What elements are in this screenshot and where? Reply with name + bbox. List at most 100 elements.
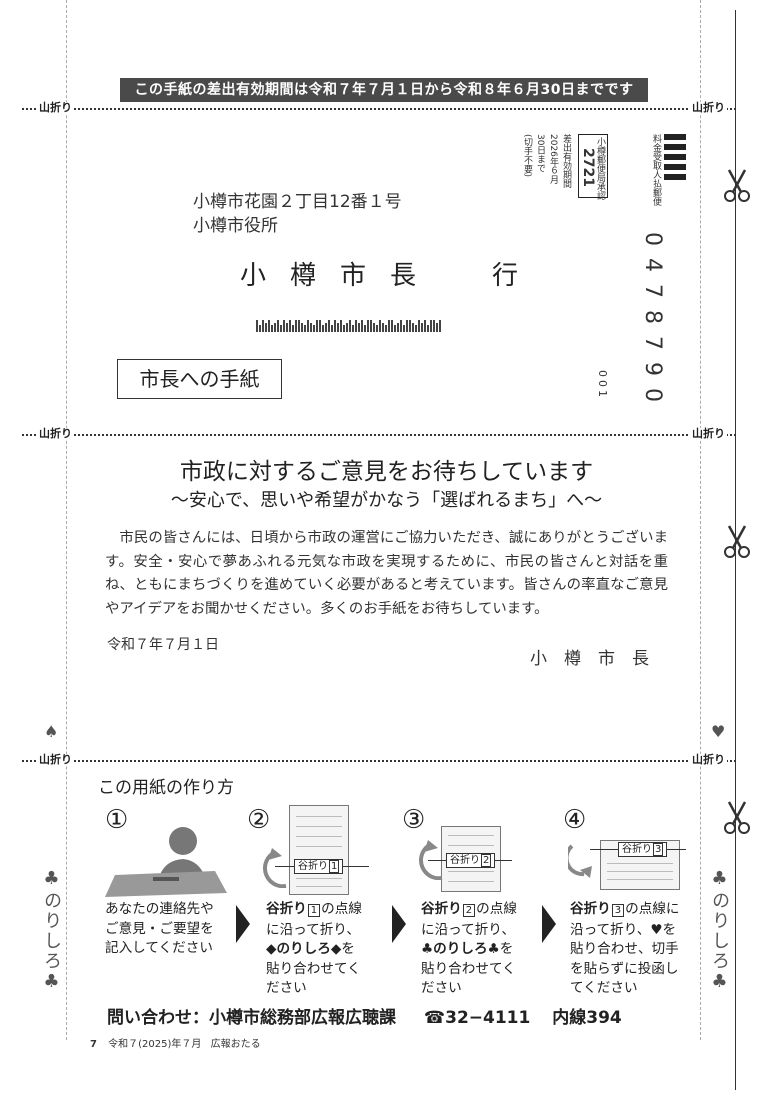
spade-icon: ♠ xyxy=(44,722,59,741)
letter-signature: 小樽市長 xyxy=(530,649,666,669)
validity-4: (切手不要) xyxy=(522,134,532,178)
step-line: 沿って折り、♥を xyxy=(570,921,677,938)
validity-banner: この手紙の差出有効期間は令和７年７月１日から令和８年６月30日までです xyxy=(120,78,648,102)
fold-line-1 xyxy=(22,108,736,110)
letter-body-text: 市民の皆さんには、日頃から市政の運営にご協力いただき、誠にありがとうございます。… xyxy=(105,530,668,617)
step-line: あなたの連絡先や xyxy=(105,901,214,917)
step-line: ださい xyxy=(266,980,307,996)
fold-tag-text: 谷折り xyxy=(450,855,480,866)
step-line: ださい xyxy=(421,980,462,996)
publication-name: 広報おたる xyxy=(210,1039,261,1050)
bold-text: 谷折り xyxy=(266,901,307,917)
step-line: 貼り合わせ、切手 xyxy=(570,941,679,957)
page-number: 7 xyxy=(90,1039,97,1050)
step-line: 記入してください xyxy=(105,940,213,956)
step-line: を貼らずに投函し xyxy=(570,960,679,977)
step-2-thumbnail xyxy=(289,805,349,895)
glue-margin-label: ♣のりしろ♣ xyxy=(709,868,730,994)
contact-info: 問い合わせ：小樽市総務部広報広聴課 ☎32−4111 内線394 xyxy=(107,1003,622,1028)
step-line: ◆のりしろ◆を xyxy=(266,940,362,960)
fold-arrow-icon xyxy=(412,840,446,881)
letter-subtitle: ～安心で、思いや希望がかなう「選ばれるまち」へ～ xyxy=(170,490,603,511)
recipient-suffix: 行 xyxy=(492,261,519,291)
heart-icon: ♥ xyxy=(711,722,726,741)
fold-line-2 xyxy=(22,434,736,436)
address-line-1: 小樽市花園２丁目12番１号 xyxy=(193,192,402,212)
triangle-arrow-icon xyxy=(542,905,556,943)
bold-text: ♣のりしろ♣ xyxy=(421,941,500,957)
recipient: 小樽市長 xyxy=(240,261,441,291)
step-line: 貼り合わせてく xyxy=(266,960,361,977)
step-1-number: ① xyxy=(105,805,129,835)
address-line-2: 小樽市役所 xyxy=(193,216,278,236)
stamp-box xyxy=(578,134,608,198)
postage-bars xyxy=(664,134,686,180)
letter-body: 市民の皆さんには、日頃から市政の運営にご協力いただき、誠にありがとうございます。… xyxy=(105,527,668,621)
postal-code: 0478790 xyxy=(640,232,665,414)
scissors-icon xyxy=(723,168,751,204)
contact-extension: 内線394 xyxy=(552,1008,622,1028)
howto-title: この用紙の作り方 xyxy=(98,778,234,798)
fold-label: 山折り xyxy=(690,101,727,114)
boxed-number: 2 xyxy=(462,904,476,917)
fold-tag-box: 1 xyxy=(329,860,340,873)
fold-tag-box: 3 xyxy=(653,843,664,856)
boxed-number: 3 xyxy=(611,904,625,917)
phone-icon: ☎ xyxy=(423,1008,446,1028)
fold-tag-text: 谷折り xyxy=(622,844,652,855)
step-2-number: ② xyxy=(247,805,271,835)
letter-title: 市政に対するご意見をお待ちしています xyxy=(179,459,594,485)
stamp-office: 小樽郵便局承認 xyxy=(595,137,605,200)
bold-text: 谷折り xyxy=(570,901,611,917)
contact-label: 問い合わせ：小樽市総務部広報広聴課 xyxy=(107,1008,396,1028)
fold-label: 山折り xyxy=(37,101,74,114)
fold-tag-text: 谷折り xyxy=(298,861,328,872)
fold-line-3 xyxy=(22,760,736,762)
step-line: に沿って折り、 xyxy=(266,921,360,938)
stamp-header: 料金受取人払郵便 xyxy=(651,134,661,206)
scissors-icon xyxy=(723,524,751,560)
triangle-arrow-icon xyxy=(236,905,250,943)
step-text-part: の点線に xyxy=(625,901,680,917)
small-code: 001 xyxy=(596,370,609,400)
fold-label: 山折り xyxy=(37,753,74,766)
triangle-arrow-icon xyxy=(392,905,406,943)
contact-phone: 32−4111 xyxy=(445,1008,531,1028)
fold-label: 山折り xyxy=(690,427,727,440)
fold-tag-box: 2 xyxy=(481,854,492,867)
step-line: に沿って折り、 xyxy=(421,921,515,938)
stamp-number: 2721 xyxy=(580,148,596,187)
fold-label: 山折り xyxy=(37,427,74,440)
page-footer: 7 令和７(2025)年７月 広報おたる xyxy=(90,1035,261,1050)
validity-1: 差出有効期間 xyxy=(561,134,571,188)
glue-margin-label: ♣のりしろ♣ xyxy=(41,868,62,994)
scissors-icon xyxy=(723,800,751,836)
step-line: 貼り合わせてく xyxy=(421,960,516,977)
validity-3: 30日まで xyxy=(535,134,545,173)
customer-barcode xyxy=(256,320,441,332)
step-line: ♣のりしろ♣を xyxy=(421,940,517,960)
step-line: てください xyxy=(570,980,638,996)
fold-arrow-icon xyxy=(564,842,598,878)
bold-text: ◆のりしろ◆ xyxy=(266,941,342,957)
right-guide-line xyxy=(700,0,701,1040)
letter-label-box: 市長への手紙 xyxy=(117,359,282,399)
step-text-part: を xyxy=(341,941,355,957)
step-text-part: の点線 xyxy=(321,901,362,917)
step-text-part: の点線 xyxy=(476,901,517,917)
left-guide-line xyxy=(66,0,67,1040)
letter-date: 令和７年７月１日 xyxy=(107,637,219,653)
fold-arrow-icon xyxy=(256,848,290,889)
step-line: ご意見・ご要望を xyxy=(105,920,214,937)
step-text-part: を xyxy=(499,941,514,957)
bold-text: 谷折り xyxy=(421,901,462,917)
issue-date: 令和７(2025)年７月 xyxy=(108,1039,202,1050)
